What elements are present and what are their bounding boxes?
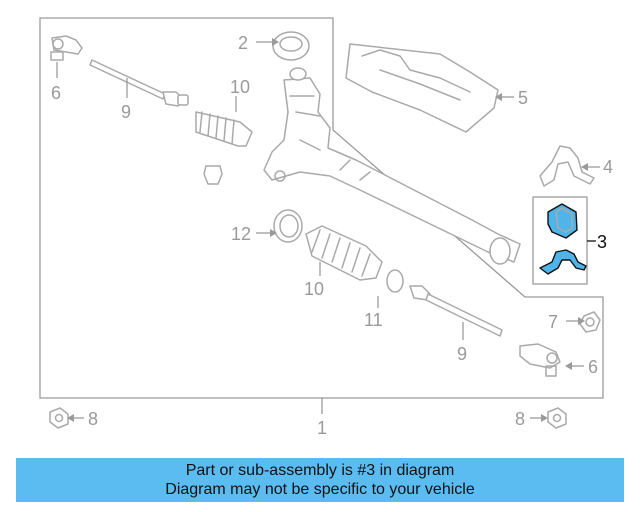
- callout-5: 5: [518, 88, 528, 108]
- callout-3: 3: [597, 232, 607, 252]
- banner-line-1: Part or sub-assembly is #3 in diagram: [185, 462, 455, 479]
- small-grommet: [203, 165, 223, 185]
- callout-6a: 6: [51, 83, 61, 103]
- callout-7: 7: [548, 312, 558, 332]
- info-banner: Part or sub-assembly is #3 in diagram Di…: [16, 458, 624, 502]
- lock-nut[interactable]: [566, 311, 601, 333]
- callout-10a: 10: [230, 77, 250, 97]
- steering-rack-housing[interactable]: [263, 67, 521, 265]
- callout-4: 4: [603, 157, 613, 177]
- heat-shield[interactable]: [345, 43, 514, 133]
- ring-seal[interactable]: [256, 31, 310, 61]
- nut-bottom-left[interactable]: [49, 407, 84, 429]
- assembly-frame: [39, 17, 604, 399]
- callout-6b: 6: [588, 357, 598, 377]
- callout-9a: 9: [121, 102, 131, 122]
- callout-8b: 8: [515, 409, 525, 429]
- seal-ring-12[interactable]: [256, 209, 303, 243]
- boot-clamp[interactable]: [377, 269, 404, 308]
- rack-boot-upper[interactable]: [195, 96, 253, 147]
- callout-11: 11: [364, 310, 383, 330]
- banner-line-2: Diagram may not be specific to your vehi…: [165, 481, 475, 498]
- callout-1: 1: [317, 418, 327, 438]
- callout-10b: 10: [304, 279, 324, 299]
- callout-2: 2: [238, 33, 248, 53]
- callout-8a: 8: [88, 409, 98, 429]
- nut-bottom-right[interactable]: [530, 407, 567, 429]
- callout-9b: 9: [457, 344, 467, 364]
- rack-boot-lower[interactable]: [305, 225, 383, 281]
- mounting-bracket[interactable]: [539, 145, 600, 187]
- bushing-clamp-assembly[interactable]: [532, 196, 596, 285]
- inner-tie-rod-lower[interactable]: [409, 285, 503, 340]
- tie-rod-end-right[interactable]: [519, 343, 584, 377]
- tie-rod-end-left[interactable]: [50, 35, 83, 78]
- inner-tie-rod-upper[interactable]: [89, 59, 189, 107]
- callout-12: 12: [231, 224, 251, 244]
